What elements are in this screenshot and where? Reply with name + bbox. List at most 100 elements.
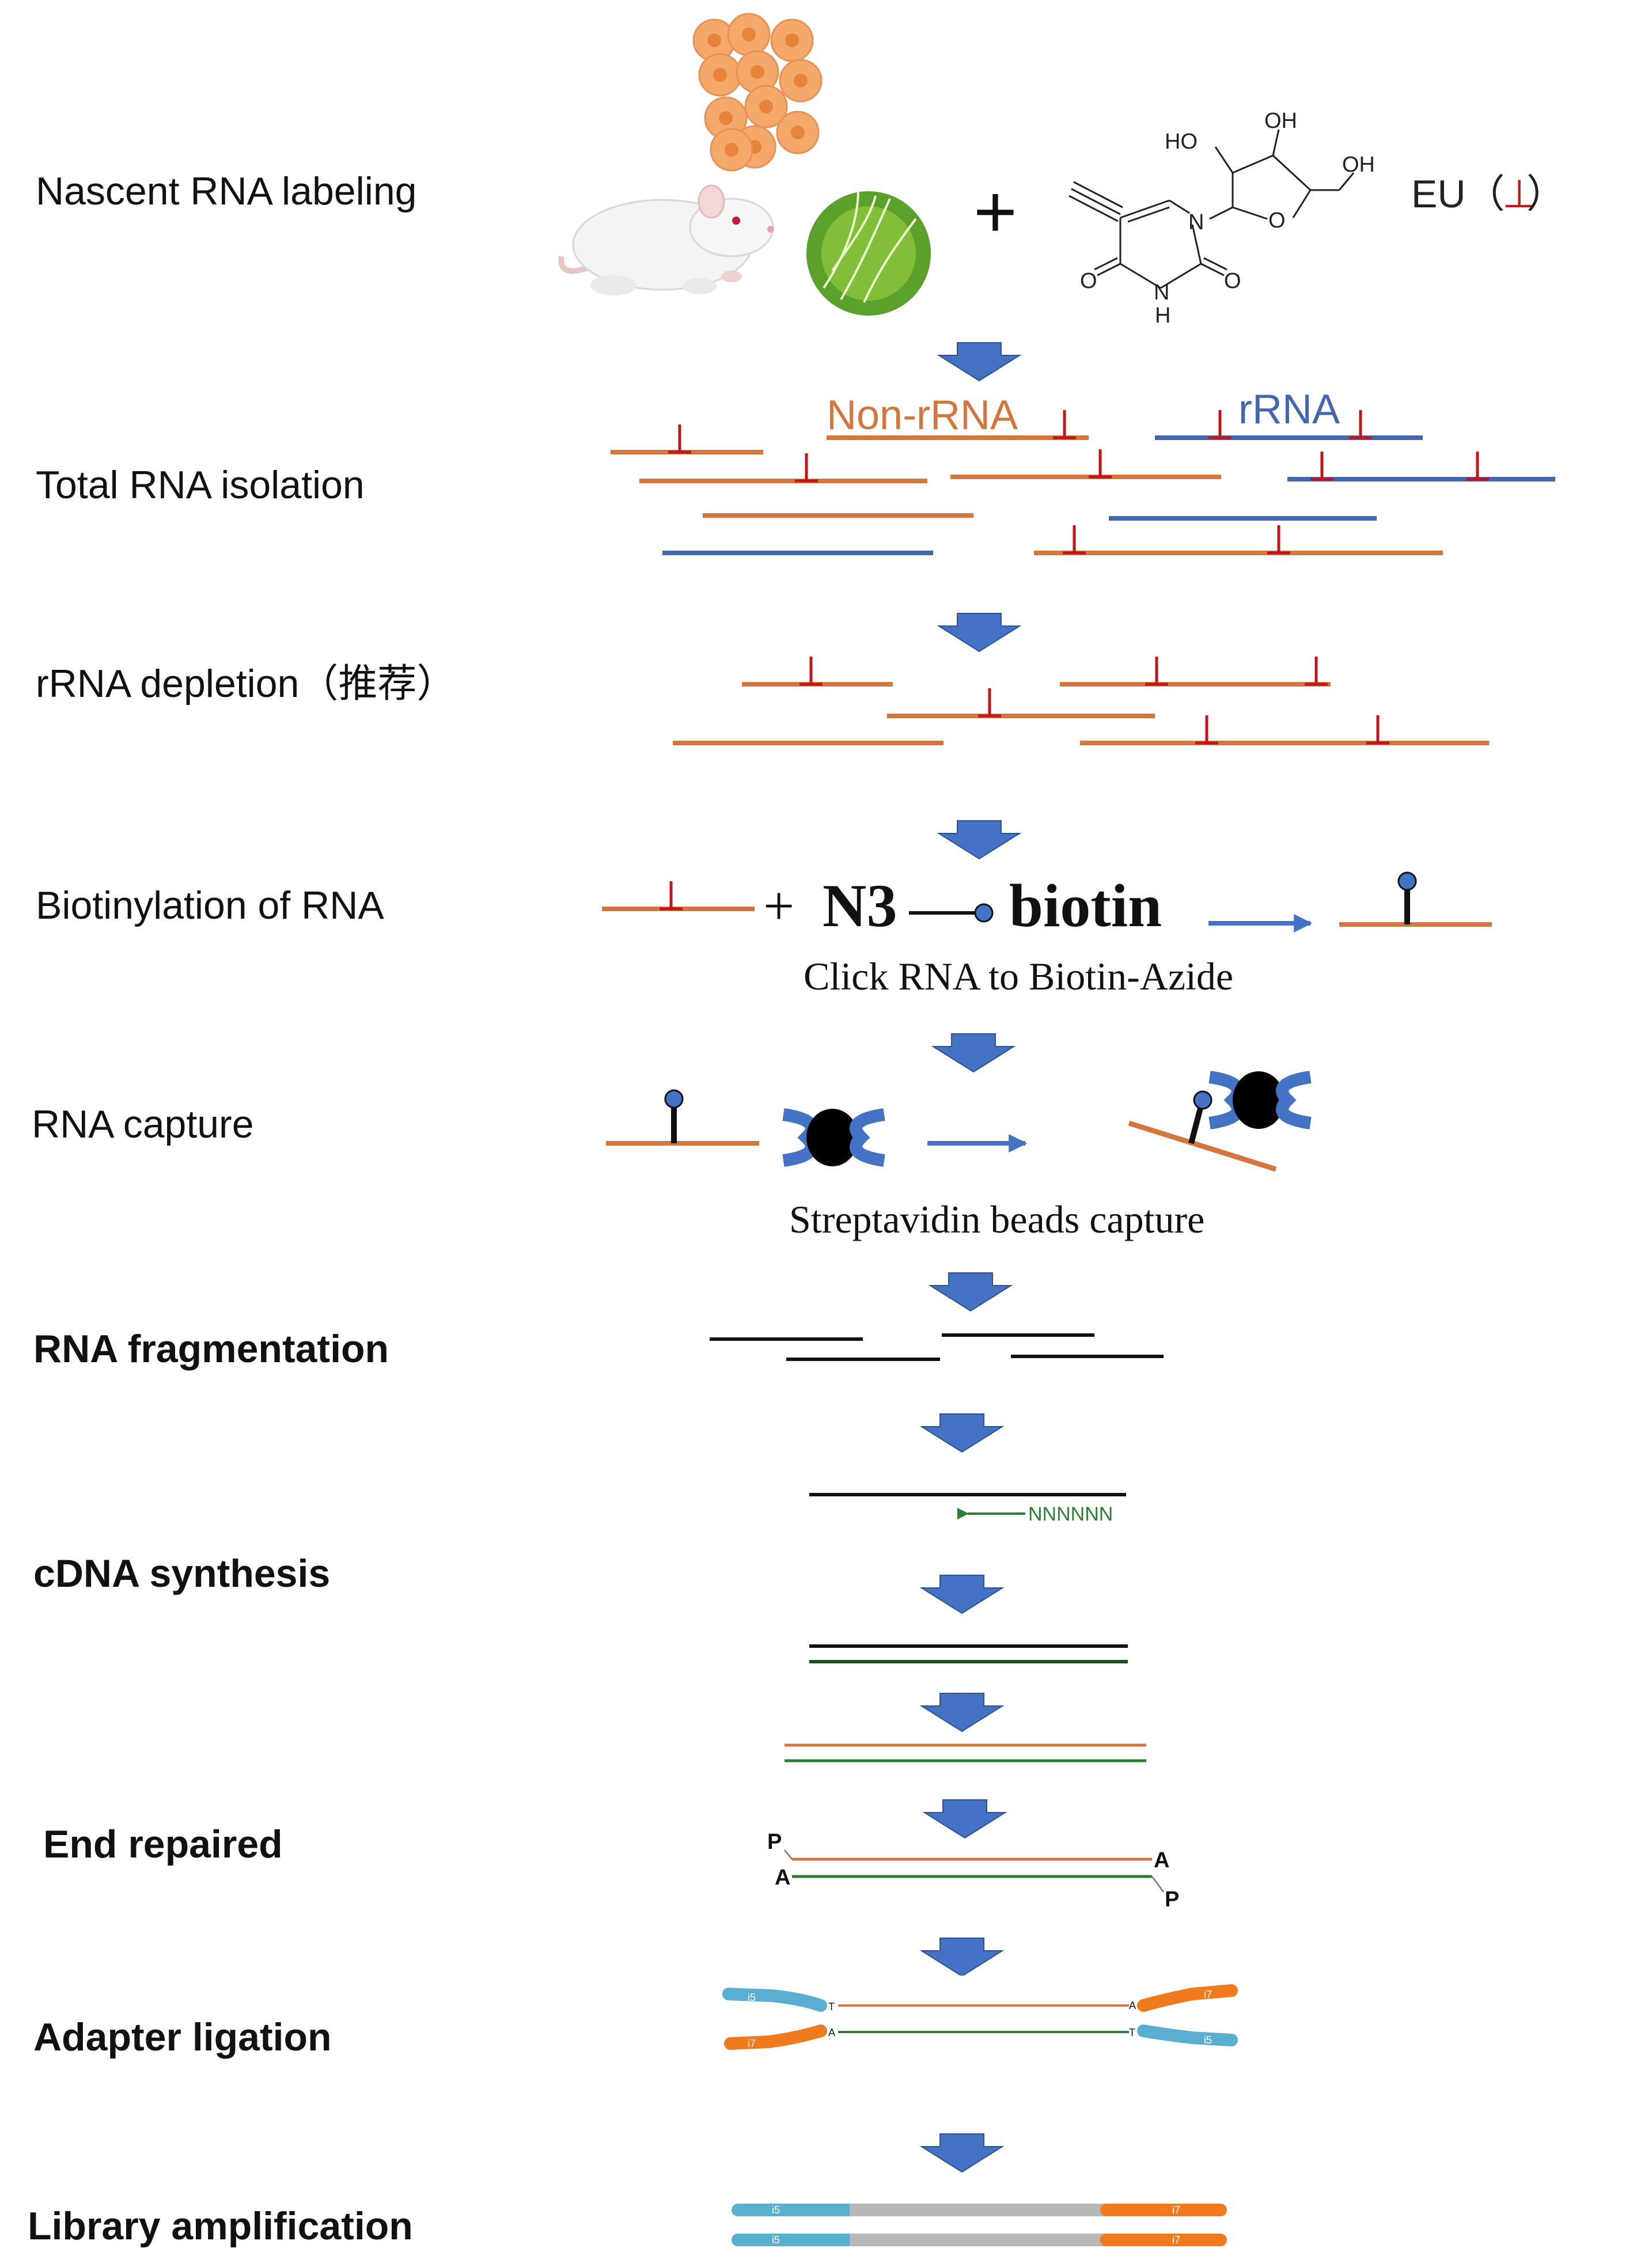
mol-h: H — [1155, 304, 1170, 328]
eu-marker — [1305, 657, 1328, 686]
biotinylation-reaction: + N3 biotin Click RNA to Biotin-Azide — [602, 871, 1492, 998]
eu-marker — [800, 657, 823, 686]
step-label-adapter-ligation: Adapter ligation — [33, 2015, 332, 2059]
non-rrna-strand — [611, 424, 763, 454]
step-label-rna-fragmentation: RNA fragmentation — [33, 1327, 389, 1371]
eu-marker — [1145, 657, 1168, 686]
adapter-t-right: T — [1129, 2027, 1135, 2038]
step-down-arrow — [922, 1799, 1007, 1839]
non-rrna-strand — [1034, 525, 1443, 555]
step-label-cdna-synthesis: cDNA synthesis — [33, 1552, 330, 1595]
step-down-arrow — [928, 1272, 1013, 1312]
biotinylation-caption: Click RNA to Biotin-Azide — [804, 954, 1233, 998]
eu-marker — [795, 453, 818, 483]
adapter-t-left: T — [828, 2001, 835, 2012]
end-repaired-duplex: P A A P — [767, 1830, 1179, 1912]
step-down-arrow — [937, 342, 1022, 382]
mol-n3: N — [1154, 280, 1169, 305]
amplified-library: i5 i7 i5 i7 — [706, 2193, 1253, 2264]
adapter-i5-label-top: i5 — [748, 1992, 756, 2003]
capture-caption: Streptavidin beads capture — [789, 1197, 1204, 1241]
captured-rna-strand — [1128, 1120, 1277, 1172]
non-rrna-strand — [950, 449, 1221, 479]
eu-label: EU（ ⊥ ） — [1411, 172, 1566, 216]
cell — [776, 111, 820, 154]
step-label-nascent-rna-labeling: Nascent RNA labeling — [36, 169, 416, 213]
n3-label: N3 — [823, 872, 897, 939]
adapter-a-right: A — [1129, 2000, 1136, 2011]
end-a-left: A — [775, 1866, 790, 1890]
random-primer-label: NNNNNN — [1028, 1503, 1113, 1525]
step-label-biotinylation: Biotinylation of RNA — [36, 884, 384, 927]
library-i5-bottom: i5 — [772, 2234, 780, 2246]
eu-marker — [1208, 410, 1232, 439]
step-down-arrow — [919, 1575, 1005, 1614]
eu-marker — [1063, 525, 1086, 555]
adapter-i7-label-top: i7 — [1204, 1989, 1212, 2000]
eu-marker — [1267, 525, 1290, 555]
eu-marker — [1349, 410, 1372, 439]
end-p-right: P — [1165, 1887, 1179, 1912]
eu-marker-symbol: ⊥ — [1502, 172, 1536, 216]
cdna-primer-annealing: NNNNNN — [809, 1493, 1126, 1525]
adapter-i7-top-right — [1137, 1984, 1238, 2012]
step-label-rna-capture: RNA capture — [32, 1102, 254, 1146]
eu-marker — [1089, 449, 1112, 479]
step-label-end-repaired: End repaired — [43, 1822, 283, 1866]
step-label-library-amplification: Library amplification — [28, 2204, 413, 2248]
eu-marker — [1366, 715, 1389, 745]
step-down-arrow — [919, 1938, 1005, 1977]
step-down-arrow — [919, 2133, 1005, 2173]
total-rna-strands — [611, 410, 1555, 555]
step-down-arrow — [919, 1693, 1005, 1733]
biotinylation-plus: + — [763, 875, 794, 937]
captured-biotin-stalk — [1188, 1105, 1204, 1144]
step-down-arrow — [937, 820, 1022, 860]
captured-biotin-head — [1193, 1090, 1213, 1110]
eu-molecule-structure: HO OH OH N O N H O O — [1054, 49, 1382, 371]
streptavidin-bead — [782, 1108, 885, 1167]
library-fragment-bottom: i5 i7 — [732, 2234, 1227, 2246]
step-down-arrow — [937, 613, 1022, 653]
adapter-ligation: i5 i7 i7 i5 T A A T — [722, 1976, 1241, 2065]
rrna-label: rRNA — [1238, 386, 1340, 433]
library-fragment-top: i5 i7 — [732, 2204, 1227, 2216]
step-down-arrow — [919, 1413, 1005, 1453]
depleted-rna-strands — [673, 657, 1489, 745]
biotin-label: biotin — [1009, 872, 1162, 939]
cell — [704, 96, 748, 140]
mol-o-right: O — [1224, 269, 1241, 293]
mol-ho: HO — [1165, 130, 1198, 154]
rna-capture: Streptavidin beads capture — [606, 1071, 1312, 1241]
capture-biotin-head — [664, 1089, 684, 1109]
adapter-i7-label-bottom: i7 — [748, 2038, 756, 2049]
non-rrna-label: Non-rRNA — [827, 392, 1018, 438]
cell — [779, 59, 823, 103]
non-rrna-strand — [1080, 715, 1489, 745]
step-labels: Nascent RNA labeling Total RNA isolation… — [28, 169, 456, 2248]
non-rrna-strand — [742, 657, 893, 687]
rrna-strand — [1287, 452, 1555, 482]
mol-o-left: O — [1080, 269, 1097, 293]
biotin-head — [1397, 871, 1417, 891]
mol-o-ring: O — [1268, 208, 1286, 233]
adapter-i5-top-left — [722, 1988, 827, 2012]
mol-oh-right: OH — [1342, 153, 1375, 177]
cells-image — [680, 0, 835, 173]
step-label-rrna-depletion: rRNA depletion（推荐） — [36, 662, 456, 706]
mol-oh-top: OH — [1264, 109, 1297, 133]
cell — [770, 18, 814, 62]
non-rrna-strand — [1060, 657, 1331, 687]
cell — [744, 85, 788, 128]
adapter-i5-bottom-right — [1137, 2025, 1238, 2046]
eu-marker — [1466, 452, 1489, 481]
mol-n1: N — [1188, 210, 1204, 234]
cell — [727, 13, 771, 56]
end-a-right: A — [1154, 1848, 1169, 1872]
rat-image — [518, 173, 818, 323]
eu-marker — [668, 424, 691, 454]
grass-image — [806, 176, 933, 320]
adapter-i5-label-bottom: i5 — [1204, 2034, 1212, 2046]
eu-label-close: ） — [1526, 172, 1566, 216]
